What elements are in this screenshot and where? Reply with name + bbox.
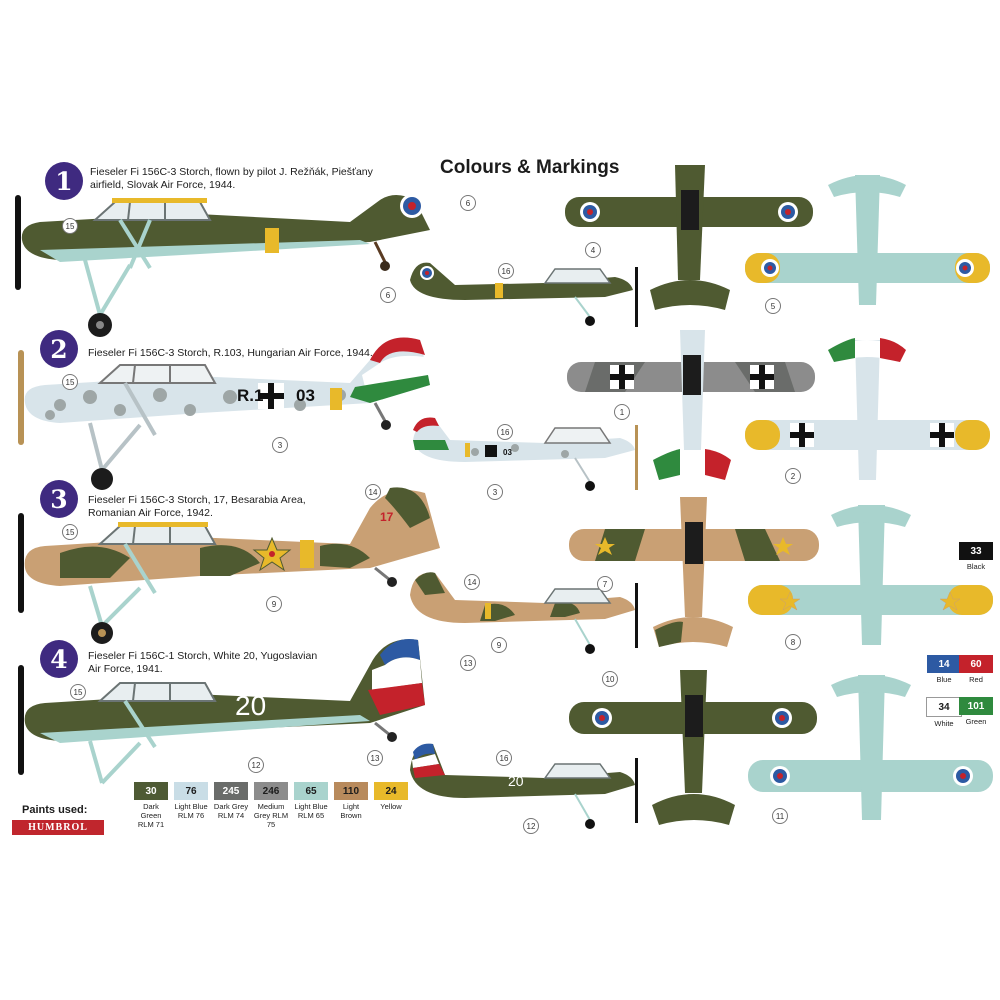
bottom-view-hungarian [745,338,990,480]
paint-swatch-76-label: Light Blue RLM 76 [174,802,208,820]
fuselage-code-small: 03 [503,448,512,457]
paint-swatch-60-code: 60 [959,655,993,673]
paint-swatch-60-label: Red [969,675,983,684]
paint-swatch-33-code: 33 [959,542,993,560]
callout-15-r3: 15 [62,524,78,540]
callout-15-r4: 15 [70,684,86,700]
callout-4: 4 [585,242,601,258]
variant-caption-4: Fieseler Fi 156C-1 Storch, White 20, Yug… [88,650,318,675]
paint-swatch-14-code: 14 [927,655,961,673]
paint-swatch-65-code: 65 [294,782,328,800]
callout-3: 3 [272,437,288,453]
callout-9-small: 9 [491,637,507,653]
paint-swatch-110-label: Light Brown [340,802,362,820]
callout-15-r2: 15 [62,374,78,390]
paint-swatch-246-code: 246 [254,782,288,800]
callout-9: 9 [266,596,282,612]
fuselage-code-yugoslav: 20 [235,690,267,721]
top-view-hungarian [567,330,815,480]
callout-7: 7 [597,576,613,592]
tail-code-romanian: 17 [380,510,394,524]
fuselage-code-yugoslav-small: 20 [508,773,524,789]
paint-swatch-246-label: Medium Grey RLM 75 [253,802,289,829]
paint-swatch-24-code: 24 [374,782,408,800]
humbrol-logo: HUMBROL [12,820,104,835]
side-view-slovak-small [410,262,638,327]
paint-swatch-76-code: 76 [174,782,208,800]
paint-swatch-101-label: Green [965,717,987,726]
paint-swatch-65-label: Light Blue RLM 65 [294,802,328,820]
callout-13-small: 13 [367,750,383,766]
callout-12-small: 12 [523,818,539,834]
callout-14-small: 14 [464,574,480,590]
side-view-hungarian-small [413,417,638,491]
variant-number-1: 1 [45,162,83,200]
fuselage-code-right: 03 [296,386,315,405]
side-view-romanian-large [18,487,441,644]
callout-3-small: 3 [487,484,503,500]
variant-caption-3: Fieseler Fi 156C-3 Storch, 17, Besarabia… [88,494,306,519]
paint-swatch-33-label: Black [966,562,986,571]
callout-13: 13 [460,655,476,671]
callout-1: 1 [614,404,630,420]
variant-number-3: 3 [40,480,78,518]
bottom-view-slovak [745,175,990,305]
top-view-slovak [565,165,813,310]
callout-16-r2: 16 [497,424,513,440]
side-view-yugoslav-small [410,743,638,829]
paint-swatch-30-code: 30 [134,782,168,800]
bottom-view-romanian [748,505,993,645]
paint-swatch-14-label: Blue [936,675,952,684]
paint-swatch-245-label: Dark Grey RLM 74 [213,802,249,820]
page-title: Colours & Markings [440,157,620,178]
callout-6: 6 [460,195,476,211]
callout-5: 5 [765,298,781,314]
side-view-hungarian-large [18,337,431,490]
variant-caption-1: Fieseler Fi 156C-3 Storch, flown by pilo… [90,166,373,191]
fuselage-code-left: R.1 [237,386,264,405]
variant-number-2: 2 [40,330,78,368]
side-view-romanian-small [410,572,638,654]
callout-6-small: 6 [380,287,396,303]
top-view-yugoslav [569,670,817,825]
paint-swatch-24-label: Yellow [380,802,402,811]
callout-14: 14 [365,484,381,500]
variant-number-4: 4 [40,640,78,678]
callout-16: 16 [498,263,514,279]
callout-11: 11 [772,808,788,824]
paint-swatch-30-label: Dark Green RLM 71 [137,802,165,829]
paint-swatch-245-code: 245 [214,782,248,800]
paint-swatch-34-label: White [934,719,954,728]
callout-15: 15 [62,218,78,234]
paint-swatch-34-code: 34 [926,697,962,717]
bottom-view-yugoslav [748,675,993,820]
callout-10: 10 [602,671,618,687]
callout-16-r4: 16 [496,750,512,766]
paints-used-label: Paints used: [22,804,88,816]
callout-12: 12 [248,757,264,773]
variant-caption-2: Fieseler Fi 156C-3 Storch, R.103, Hungar… [88,347,373,359]
side-view-slovak-large [15,194,431,337]
paint-swatch-110-code: 110 [334,782,368,800]
paint-swatch-101-code: 101 [959,697,993,715]
top-view-romanian [569,497,819,647]
callout-8: 8 [785,634,801,650]
side-view-yugoslav-large [18,639,426,785]
callout-2: 2 [785,468,801,484]
